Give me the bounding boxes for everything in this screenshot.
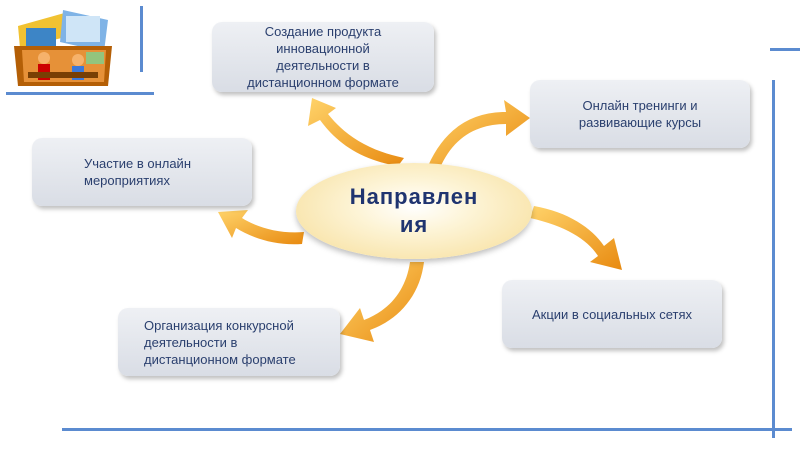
arrow-to-bottom-left: [340, 262, 424, 342]
arrow-to-top: [308, 98, 404, 166]
direction-box-top-right-label: Онлайн тренинги и развивающие курсы: [579, 97, 701, 131]
direction-box-top-label: Создание продукта инновационной деятельн…: [247, 23, 399, 91]
direction-box-left-label: Участие в онлайн мероприятиях: [84, 155, 191, 189]
direction-box-top-right: Онлайн тренинги и развивающие курсы: [530, 80, 750, 148]
arrow-to-bottom-right: [530, 206, 622, 270]
arrow-to-top-right: [428, 100, 530, 168]
center-label: Направлен ия: [350, 183, 479, 239]
direction-box-top: Создание продукта инновационной деятельн…: [212, 22, 434, 92]
direction-box-bottom-right-label: Акции в социальных сетях: [532, 306, 692, 323]
arrow-to-left: [218, 210, 304, 244]
direction-box-bottom-right: Акции в социальных сетях: [502, 280, 722, 348]
center-directions-ellipse: Направлен ия: [296, 163, 532, 259]
direction-box-bottom-left-label: Организация конкурсной деятельности в ди…: [144, 317, 296, 368]
direction-box-left: Участие в онлайн мероприятиях: [32, 138, 252, 206]
direction-box-bottom-left: Организация конкурсной деятельности в ди…: [118, 308, 340, 376]
